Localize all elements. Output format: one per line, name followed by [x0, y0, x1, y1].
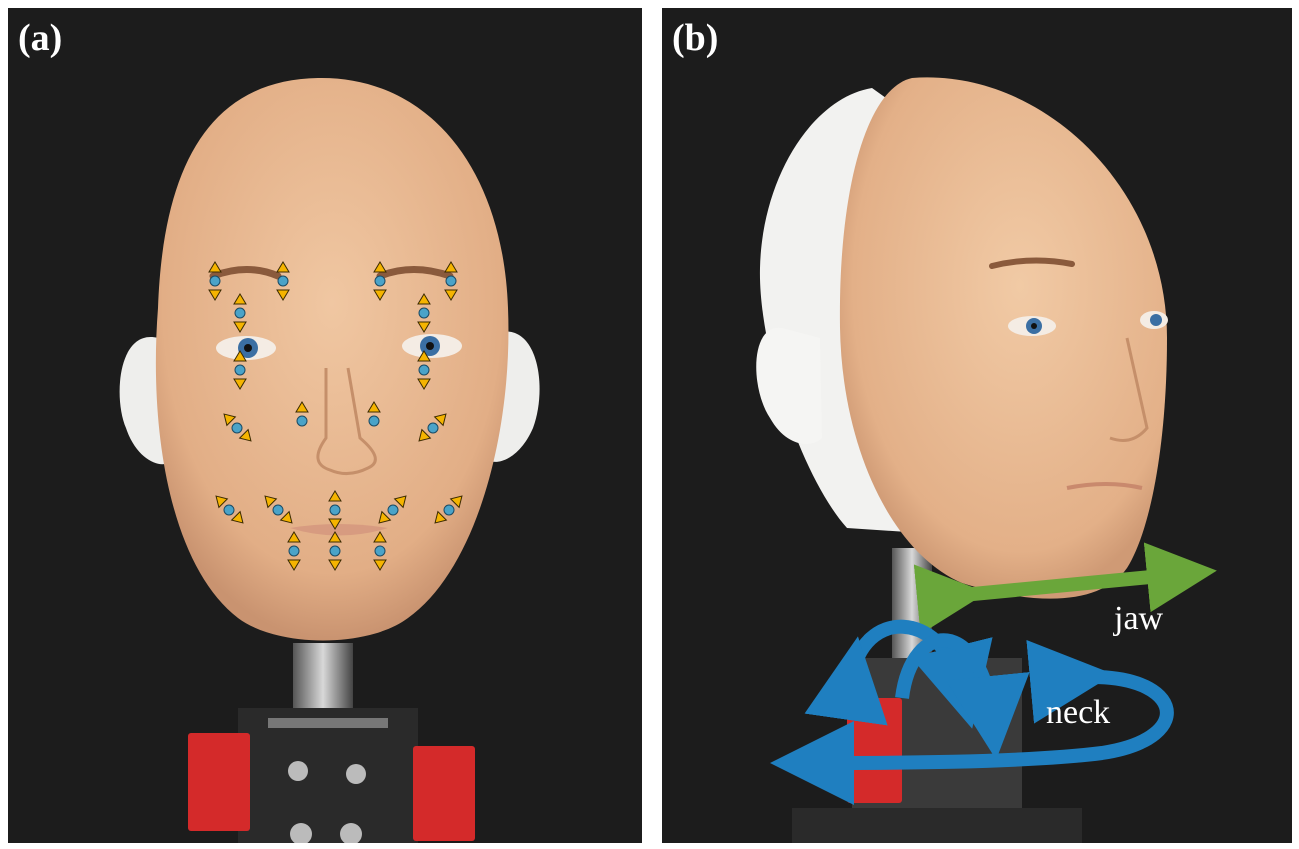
control-point-marker-icon: [209, 275, 221, 287]
direction-arrow-icon: [328, 518, 342, 530]
left-eyebrow: [209, 266, 282, 280]
control-point-marker-icon: [427, 422, 439, 434]
direction-arrow-icon: [444, 289, 458, 301]
control-point-marker-icon: [234, 364, 246, 376]
left-eye: [216, 336, 276, 360]
direction-arrow-icon: [287, 559, 301, 571]
direction-arrow-icon: [276, 261, 290, 273]
direction-arrow-icon: [393, 495, 407, 509]
control-point-marker-icon: [387, 504, 399, 516]
right-eyebrow: [376, 266, 454, 280]
control-point-marker-icon: [272, 504, 284, 516]
mouth: [290, 524, 388, 536]
direction-arrow-icon: [417, 293, 431, 305]
control-point-marker-icon: [418, 307, 430, 319]
direction-arrow-icon: [223, 413, 237, 427]
panel-a-front-view: (a): [8, 8, 642, 843]
control-point-marker-icon: [277, 275, 289, 287]
direction-arrow-icon: [208, 261, 222, 273]
control-point-marker-icon: [288, 545, 300, 557]
direction-arrow-icon: [417, 350, 431, 362]
direction-arrow-icon: [378, 510, 392, 524]
direction-arrow-icon: [373, 559, 387, 571]
servo-motor-icon: [188, 733, 475, 841]
direction-arrow-icon: [215, 495, 229, 509]
direction-arrow-icon: [233, 293, 247, 305]
direction-arrow-icon: [449, 495, 463, 509]
direction-arrow-icon: [434, 510, 448, 524]
direction-arrow-icon: [233, 321, 247, 333]
right-eye: [402, 334, 462, 358]
direction-arrow-icon: [264, 495, 278, 509]
direction-arrow-icon: [279, 510, 293, 524]
panel-b-label: (b): [672, 17, 719, 59]
control-point-marker-icon: [445, 275, 457, 287]
direction-arrow-icon: [433, 413, 447, 427]
eyebrow: [989, 257, 1075, 269]
direction-arrow-icon: [418, 428, 432, 442]
front-view-photo: [119, 77, 540, 843]
neck-label: neck: [1046, 694, 1111, 731]
direction-arrow-icon: [208, 289, 222, 301]
nose: [316, 367, 377, 475]
ear: [756, 327, 822, 444]
control-point-marker-icon: [231, 422, 243, 434]
direction-arrow-icon: [233, 350, 247, 362]
direction-arrow-icon: [367, 401, 381, 413]
control-point-marker-icon: [329, 504, 341, 516]
jaw-motion-arrow: [913, 542, 1217, 635]
direction-arrow-icon: [444, 261, 458, 273]
direction-arrow-icon: [328, 531, 342, 543]
mouth: [1066, 482, 1143, 490]
panel-b-side-view: (b) jaw neck: [662, 8, 1292, 843]
control-point-marker-icon: [418, 364, 430, 376]
control-point-marker-icon: [374, 275, 386, 287]
side-view-photo: [756, 77, 1217, 843]
direction-arrow-icon: [417, 321, 431, 333]
control-point-marker-icon: [368, 415, 380, 427]
direction-arrow-icon: [328, 490, 342, 502]
direction-arrow-icon: [276, 289, 290, 301]
control-point-marker-icon: [443, 504, 455, 516]
face-mask: [155, 77, 509, 641]
servo-motor-icon: [847, 698, 902, 803]
control-point-marker-icon: [223, 504, 235, 516]
control-point-marker-icon: [374, 545, 386, 557]
control-point-markers: [208, 261, 463, 571]
direction-arrow-icon: [295, 401, 309, 413]
direction-arrow-icon: [238, 428, 252, 442]
direction-arrow-icon: [417, 378, 431, 390]
panel-a-label: (a): [18, 17, 63, 59]
eye: [1008, 311, 1168, 336]
neck-mechanism: [238, 643, 418, 843]
jaw-label: jaw: [1114, 600, 1164, 637]
direction-arrow-icon: [287, 531, 301, 543]
control-point-marker-icon: [296, 415, 308, 427]
face-mask: [839, 77, 1167, 599]
direction-arrow-icon: [233, 378, 247, 390]
nose: [1109, 337, 1149, 442]
direction-arrow-icon: [328, 559, 342, 571]
control-point-marker-icon: [329, 545, 341, 557]
direction-arrow-icon: [230, 510, 244, 524]
direction-arrow-icon: [373, 531, 387, 543]
direction-arrow-icon: [373, 289, 387, 301]
neck-motion-arrows: [770, 619, 1174, 805]
control-point-marker-icon: [234, 307, 246, 319]
direction-arrow-icon: [373, 261, 387, 273]
